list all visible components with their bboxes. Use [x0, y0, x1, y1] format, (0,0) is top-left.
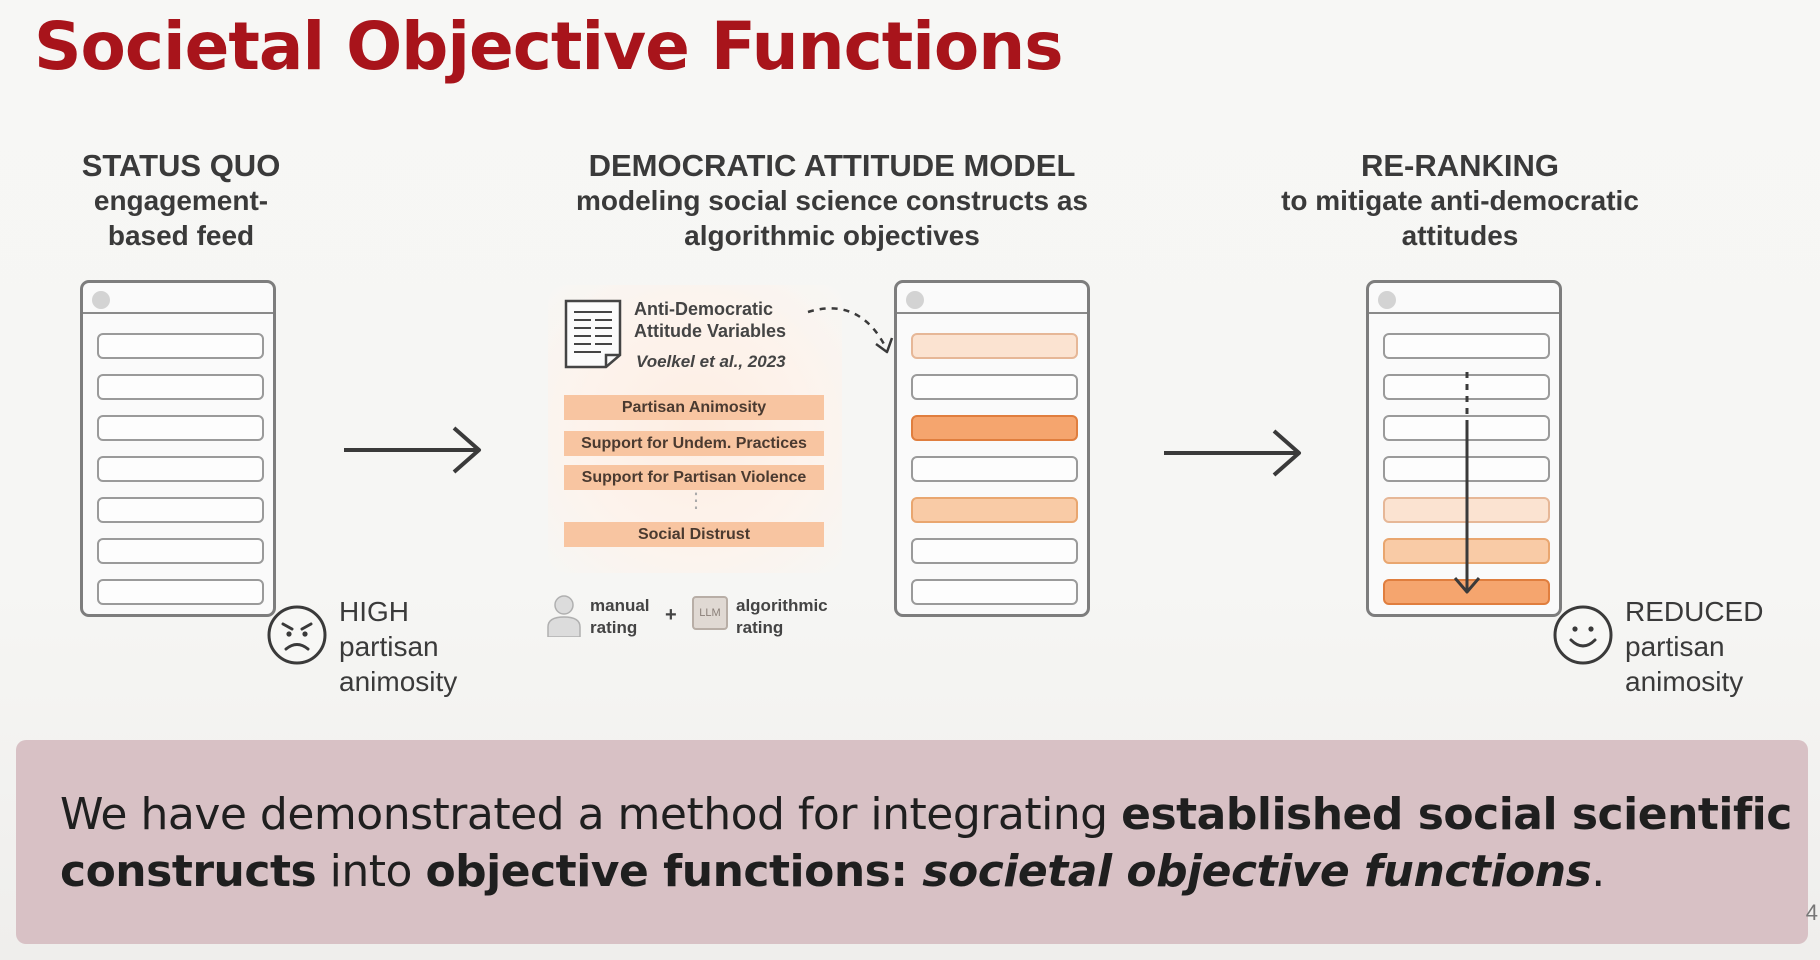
phone-topbar [1369, 312, 1559, 314]
feed-post-low-score [911, 333, 1078, 359]
plus-sign: + [665, 604, 677, 626]
angry-face-icon [267, 605, 327, 665]
status-quo-title: STATUS QUO [81, 148, 281, 183]
dashed-curved-arrow-icon [807, 307, 894, 354]
manual-rating-label: manual rating [590, 595, 650, 639]
democratic-model-subtitle-1: modeling social science constructs as [576, 185, 1088, 216]
phone-camera-dot [906, 291, 924, 309]
feed-post [97, 333, 264, 359]
feed-post [97, 374, 264, 400]
phone-topbar [897, 312, 1087, 314]
person-icon [547, 595, 581, 637]
variable-partisan-animosity: Partisan Animosity [564, 395, 824, 420]
feed-post [97, 497, 264, 523]
feed-post [97, 456, 264, 482]
reranking-title: RE-RANKING [1360, 148, 1560, 183]
vertical-ellipsis: ⋮ [686, 490, 706, 512]
smiley-face-icon [1553, 605, 1613, 665]
summary-part-3: into [316, 846, 426, 897]
feed-post [911, 579, 1078, 605]
status-quo-subtitle-2: based feed [107, 220, 255, 251]
variable-partisan-violence: Support for Partisan Violence [564, 465, 824, 490]
reranking-subtitle-2: attitudes [1401, 220, 1519, 251]
algorithmic-rating-1: algorithmic [736, 596, 828, 615]
arrow-right-icon [1164, 429, 1301, 477]
reranking-outcome: REDUCED partisan animosity [1625, 594, 1763, 699]
scored-feed [894, 280, 1090, 617]
status-quo-heading: STATUS QUO engagement- based feed [40, 148, 322, 253]
down-arrow-icon [1453, 372, 1481, 594]
variable-social-distrust: Social Distrust [564, 522, 824, 547]
variable-undemocratic-practices: Support for Undem. Practices [564, 431, 824, 456]
feed-post [911, 456, 1078, 482]
feed-post [1383, 333, 1550, 359]
summary-part-1: We have demonstrated a method for integr… [60, 789, 1122, 840]
feed-post [97, 538, 264, 564]
document-icon [564, 299, 622, 369]
algorithmic-rating-label: algorithmic rating [736, 595, 828, 639]
algorithmic-rating-2: rating [736, 618, 784, 637]
feed-post [97, 579, 264, 605]
summary-period: . [1591, 846, 1605, 897]
status-quo-subtitle-1: engagement- [93, 185, 269, 216]
democratic-model-title: DEMOCRATIC ATTITUDE MODEL [588, 148, 1076, 183]
variables-title: Anti-Democratic Attitude Variables [634, 298, 786, 342]
feed-post [911, 538, 1078, 564]
reranking-heading: RE-RANKING to mitigate anti-democratic a… [1232, 148, 1688, 253]
manual-rating-1: manual [590, 596, 650, 615]
outcome-text-1: partisan [1625, 631, 1725, 662]
feed-post [911, 374, 1078, 400]
status-quo-feed [80, 280, 276, 617]
phone-camera-dot [1378, 291, 1396, 309]
democratic-model-subtitle-2: algorithmic objectives [684, 220, 980, 251]
outcome-text-2: animosity [339, 666, 458, 697]
status-quo-outcome: HIGH partisan animosity [339, 594, 457, 699]
summary-emphasis-constructs: established social scientific constructs [60, 789, 1792, 897]
phone-camera-dot [92, 291, 110, 309]
summary-emphasis-societal: societal objective functions [922, 846, 1592, 897]
feed-post [97, 415, 264, 441]
arrow-right-icon [344, 426, 481, 474]
summary-banner: We have demonstrated a method for integr… [16, 740, 1808, 944]
summary-emphasis-objective: objective functions: [425, 846, 923, 897]
feed-post-high-score [911, 415, 1078, 441]
outcome-level: REDUCED [1625, 596, 1764, 627]
summary-text: We have demonstrated a method for integr… [60, 786, 1808, 900]
outcome-text-2: animosity [1625, 666, 1744, 697]
manual-rating-2: rating [590, 618, 638, 637]
citation: Voelkel et al., 2023 [636, 352, 786, 371]
reranking-subtitle-1: to mitigate anti-democratic [1281, 185, 1639, 216]
slide-title: Societal Objective Functions [34, 8, 1064, 85]
outcome-level: HIGH [339, 596, 409, 627]
outcome-text-1: partisan [339, 631, 439, 662]
page-number: 4 [1805, 900, 1818, 925]
feed-post-medium-score [911, 497, 1078, 523]
democratic-model-heading: DEMOCRATIC ATTITUDE MODEL modeling socia… [530, 148, 1134, 253]
llm-icon: LLM [692, 596, 728, 630]
variables-title-1: Anti-Democratic [634, 299, 774, 319]
variables-title-2: Attitude Variables [634, 321, 787, 341]
phone-topbar [83, 312, 273, 314]
